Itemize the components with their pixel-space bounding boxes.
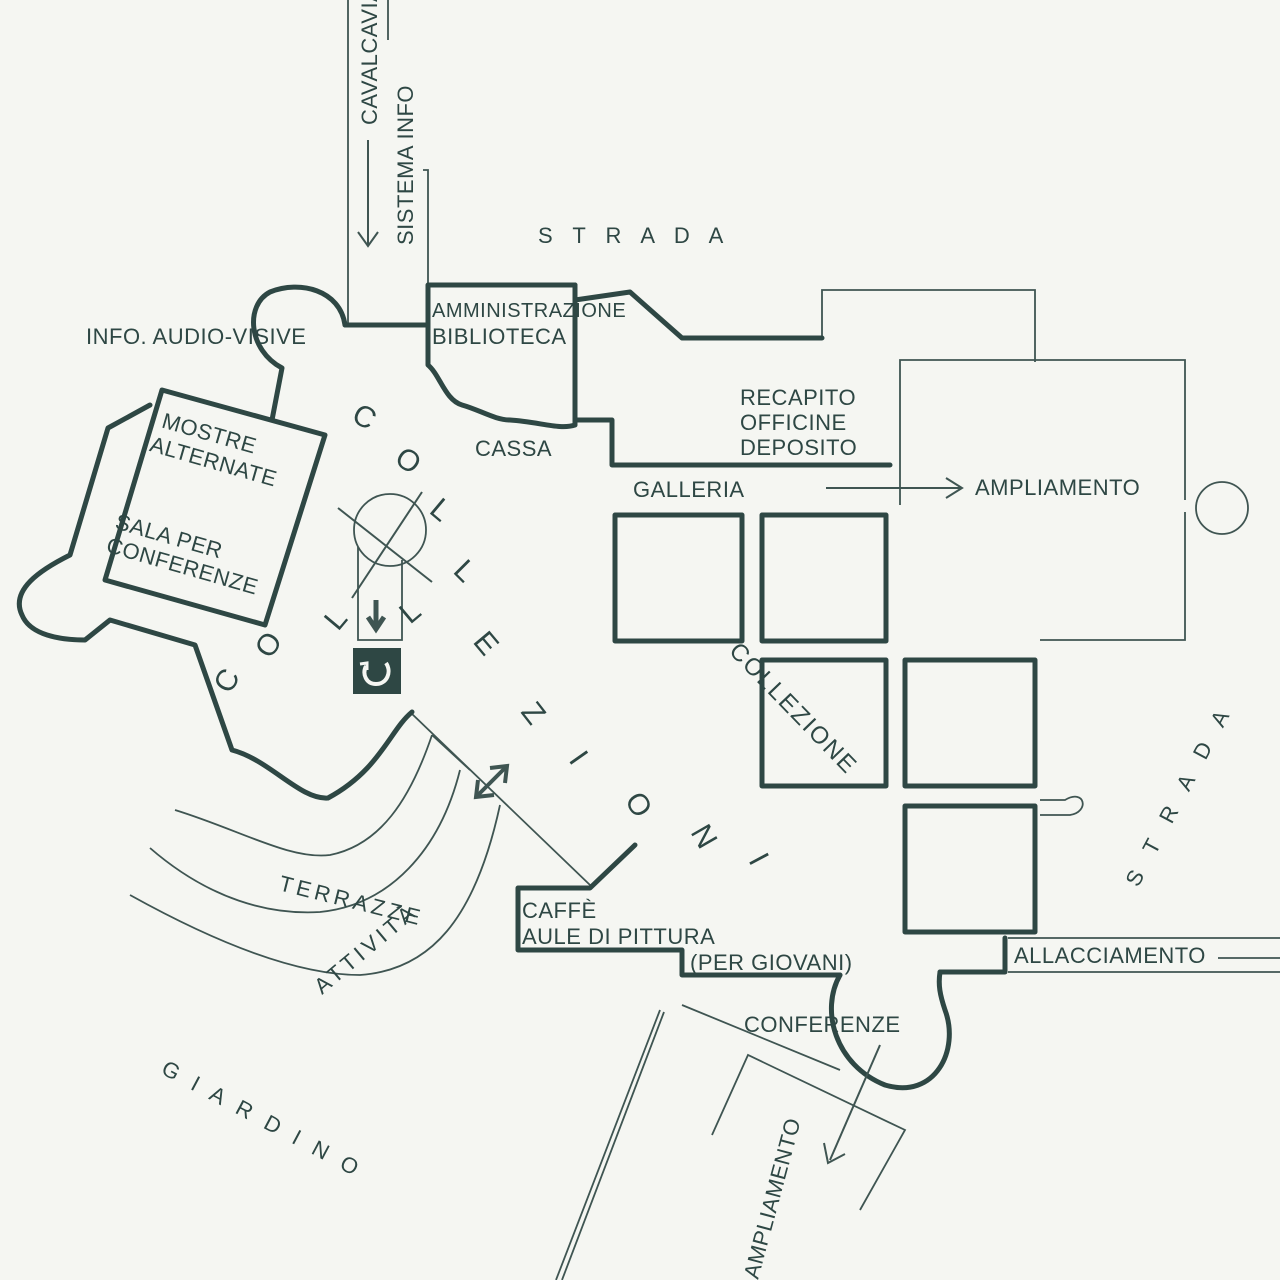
return-arrow-icon	[353, 648, 401, 694]
thin-lines	[129, 0, 1280, 1280]
collezioni-letter-6: Z	[514, 696, 551, 731]
label-giardino: G I A R D I N O	[158, 1055, 363, 1180]
label-amministrazione: AMMINISTRAZIONE	[432, 300, 626, 322]
coll-west-letter-2: O	[249, 626, 289, 664]
label-aule-di-pittura: AULE DI PITTURA	[522, 924, 715, 949]
label-recapito: RECAPITO	[740, 385, 856, 410]
label-galleria: GALLERIA	[633, 477, 745, 502]
round-elements	[353, 481, 1249, 816]
label-strada-right: S T R A D A	[1120, 706, 1234, 891]
coll-west-letter-4: L	[393, 594, 427, 630]
coll-west-letter-3: L	[318, 603, 354, 637]
collezioni-letter-3: L	[424, 492, 458, 528]
label-info-audio-visive: INFO. AUDIO-VISIVE	[86, 324, 306, 349]
label-ampliamento-east: AMPLIAMENTO	[975, 475, 1140, 500]
collezioni-letter-5: E	[467, 625, 505, 662]
label-cavalcavia: CAVALCAVIA	[357, 0, 382, 125]
label-per-giovani: (PER GIOVANI)	[690, 950, 853, 975]
label-cassa: CASSA	[475, 436, 552, 461]
label-strada-top: S T R A D A	[538, 223, 724, 248]
label-deposito: DEPOSITO	[740, 435, 857, 460]
collezioni-letter-1: C	[347, 397, 382, 436]
label-caffe: CAFFÈ	[522, 898, 597, 923]
collezioni-letter-7: I	[562, 745, 594, 771]
label-biblioteca: BIBLIOTECA	[432, 324, 567, 349]
label-ampliamento-south: AMPLIAMENTO	[739, 1115, 806, 1280]
label-officine: OFFICINE	[740, 410, 847, 435]
collezioni-letter-2: O	[389, 441, 427, 481]
label-allacciamento: ALLACCIAMENTO	[1014, 943, 1206, 968]
collezioni-letter-8: O	[618, 786, 658, 823]
collezioni-letters: C O L L E Z I O N I	[347, 397, 775, 870]
collezioni-letter-4: L	[447, 554, 482, 589]
label-sistema-info: SISTEMA INFO	[393, 85, 418, 245]
building-walls	[17, 282, 1038, 1091]
collezioni-letter-9: N	[684, 819, 723, 854]
arrows	[337, 140, 964, 1165]
label-conferenze: CONFERENZE	[744, 1012, 901, 1037]
collezioni-letter-10: I	[742, 848, 775, 871]
